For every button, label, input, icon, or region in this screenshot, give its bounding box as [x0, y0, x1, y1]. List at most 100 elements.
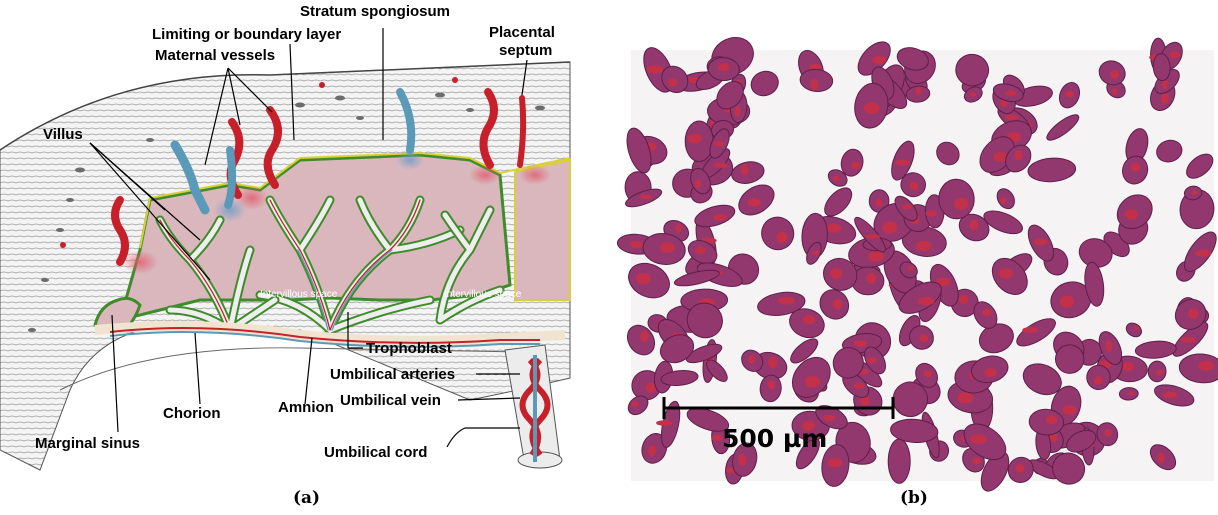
- label-intervillous-space-left: Intervillous space: [260, 290, 337, 300]
- fetal-capillary: [866, 273, 876, 284]
- label-marginal-sinus: Marginal sinus: [35, 436, 140, 451]
- fetal-capillary: [958, 392, 974, 403]
- fetal-capillary: [955, 198, 969, 210]
- fetal-capillary: [823, 415, 835, 422]
- fetal-capillary: [718, 63, 729, 71]
- fetal-capillary: [778, 297, 795, 305]
- fetal-capillary: [999, 268, 1013, 278]
- fetal-capillary: [972, 457, 981, 464]
- fetal-capillary: [1192, 190, 1198, 195]
- fetal-capillary: [854, 340, 868, 346]
- caption-b: (b): [900, 490, 928, 507]
- label-placental-septum-line2: septum: [499, 43, 552, 58]
- fetal-capillary: [639, 195, 652, 199]
- fetal-capillary: [660, 242, 675, 253]
- fetal-capillary: [865, 234, 881, 238]
- label-stratum-spongiosum: Stratum spongiosum: [300, 4, 450, 19]
- fetal-capillary: [872, 56, 886, 64]
- fetal-capillary: [926, 210, 938, 216]
- fetal-capillary: [864, 102, 880, 114]
- label-villus: Villus: [43, 127, 83, 142]
- fetal-capillary: [1121, 362, 1134, 371]
- histology-panel: 500 µm (b): [612, 0, 1218, 515]
- fetal-capillary: [1046, 416, 1058, 425]
- red-glow-3: [469, 165, 501, 185]
- fetal-capillary: [646, 383, 656, 393]
- histology-micrograph: [612, 0, 1218, 515]
- fetal-capillary: [647, 65, 664, 74]
- label-maternal-vessels: Maternal vessels: [155, 48, 275, 63]
- fetal-capillary: [882, 221, 897, 233]
- label-trophoblast: Trophoblast: [366, 341, 452, 356]
- fetal-capillary: [1060, 295, 1074, 307]
- fetal-capillary: [969, 92, 976, 97]
- fetal-capillary: [695, 179, 701, 188]
- fetal-capillary: [1128, 391, 1135, 395]
- fetal-capillary: [656, 420, 672, 426]
- fetal-capillary: [714, 141, 725, 146]
- fetal-capillary: [1063, 405, 1077, 415]
- fetal-capillary: [748, 355, 755, 363]
- fetal-capillary: [970, 434, 986, 444]
- fetal-capillary: [826, 224, 842, 233]
- fetal-capillary: [675, 224, 682, 233]
- fetal-capillary: [982, 309, 992, 316]
- fetal-capillary: [1125, 209, 1138, 220]
- fetal-capillary: [668, 78, 678, 86]
- fetal-capillary: [908, 266, 914, 271]
- fetal-capillary: [828, 458, 843, 467]
- fetal-capillary: [812, 251, 820, 255]
- fetal-capillary: [868, 251, 884, 261]
- fetal-capillary: [640, 331, 649, 342]
- label-limiting-boundary-layer: Limiting or boundary layer: [152, 27, 341, 42]
- fetal-capillary: [1110, 70, 1119, 78]
- fetal-capillary: [695, 247, 706, 254]
- fetal-capillary: [1158, 453, 1165, 463]
- label-umbilical-arteries: Umbilical arteries: [330, 367, 455, 382]
- fetal-capillary: [768, 380, 775, 389]
- fetal-capillary: [738, 454, 746, 466]
- fetal-capillary: [747, 198, 760, 207]
- fetal-capillary: [1006, 91, 1017, 97]
- fetal-capillary: [970, 220, 979, 231]
- fetal-capillary: [629, 241, 643, 248]
- fetal-capillary: [1104, 429, 1111, 437]
- fetal-capillary: [631, 401, 639, 407]
- fetal-capillary: [1161, 93, 1169, 104]
- caption-a: (a): [293, 490, 320, 507]
- fetal-capillary: [1015, 150, 1023, 160]
- fetal-capillary: [854, 383, 865, 389]
- fetal-capillary: [1131, 163, 1141, 172]
- fetal-capillary: [916, 87, 922, 95]
- fetal-capillary: [920, 334, 928, 342]
- fetal-capillary: [984, 368, 997, 377]
- fetal-capillary: [867, 357, 877, 363]
- fetal-capillary: [1170, 52, 1180, 59]
- villus-section: [888, 439, 910, 483]
- fetal-capillary: [713, 214, 727, 220]
- fetal-capillary: [851, 162, 860, 170]
- label-umbilical-cord: Umbilical cord: [324, 445, 427, 460]
- fetal-capillary: [1112, 88, 1118, 95]
- fetal-capillary: [1163, 392, 1177, 398]
- fetal-capillary: [741, 164, 748, 175]
- fetal-capillary: [924, 370, 933, 377]
- label-chorion: Chorion: [163, 406, 221, 421]
- fetal-capillary: [1094, 376, 1102, 384]
- fetal-capillary: [1198, 361, 1214, 371]
- fetal-capillary: [875, 199, 882, 207]
- fetal-capillary: [1195, 250, 1211, 257]
- fetal-capillary: [1180, 337, 1196, 343]
- fetal-capillary: [636, 273, 651, 284]
- fetal-capillary: [648, 446, 656, 457]
- fetal-capillary: [1015, 464, 1024, 473]
- scale-bar-label: 500 µm: [722, 426, 827, 451]
- fetal-capillary: [1106, 340, 1113, 352]
- fetal-capillary: [811, 79, 819, 90]
- fetal-capillary: [776, 232, 787, 243]
- fetal-capillary: [895, 159, 909, 165]
- fetal-capillary: [805, 376, 820, 388]
- fetal-capillary: [688, 134, 702, 144]
- fetal-capillary: [768, 357, 777, 369]
- fetal-capillary: [910, 182, 918, 191]
